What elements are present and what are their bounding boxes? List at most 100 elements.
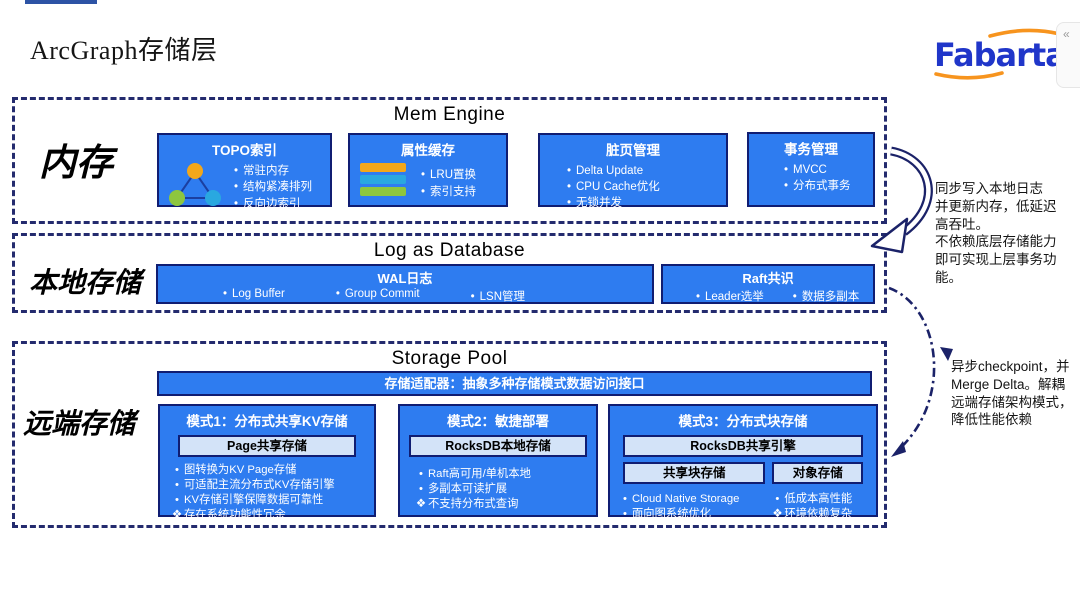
layered-bars-icon [358,160,410,205]
mode-title: 模式1：分布式共享KV存储 [186,414,348,429]
bullet-text: 常驻内存 [243,165,289,178]
logo-swoosh-icon [934,28,1062,80]
topo-triangle-icon [167,160,223,213]
bullet-item: • LRU置换 [416,167,476,183]
zone-storage-pool: Storage Pool 远端存储 存储适配器：抽象多种存储模式数据访问接口 模… [12,341,887,528]
bullet-text: 无锁并发 [576,197,622,210]
bullet-marker: • [233,181,239,194]
bullet-marker: • [783,180,789,193]
bullet-marker: • [419,483,423,496]
bullet-item: •KV存储引擎保障数据可靠性 [170,493,374,508]
bullet-text: LRU置换 [430,169,477,182]
bullet-marker: ❖ [772,508,783,521]
zone-local-label: 本地存储 [29,267,142,298]
bullet-marker: • [783,164,789,176]
box-mode2-agile-deploy: 模式2：敏捷部署 RocksDB本地存储 •Raft高可用/单机本地 •多副本可… [398,404,598,517]
bullet-marker: • [335,288,340,300]
bullet-marker: • [175,479,179,492]
box-title: WAL日志 [377,271,433,286]
zone-local-title: Log as Database [373,240,526,261]
box-raft-consensus: Raft共识 • Leader选举 •数据多副本 [661,264,875,304]
box-transaction: 事务管理 •MVCC •分布式事务 [747,132,875,207]
inner-box-page-shared-storage: Page共享存储 [178,435,356,457]
bullet-marker: • [623,508,627,521]
collapse-widget[interactable]: « [1056,22,1080,88]
bullet-text: 不支持分布式查询 [428,498,519,511]
bullet-text: 面向图系统优化 [632,508,712,521]
bullet-marker: • [233,197,239,210]
bullet-item: •索引支持 [416,184,476,200]
zone-mem-label: 内存 [39,142,113,183]
inner-box-shared-block-storage: 共享块存储 [623,462,766,484]
zone-remote-label: 远端存储 [23,408,136,439]
box-topo-index: TOPO索引 • 常驻内存 • 结构紧凑排列 • 反向边索引 [157,133,332,210]
box-wal-log: WAL日志 • Log Buffer • Group Commit • LSN管理 [156,264,654,304]
collapse-chevrons-icon: « [1063,27,1070,41]
inner-box-object-storage: 对象存储 [772,462,863,484]
bullet-text: Group Commit [344,288,420,300]
bullet-item: ❖存在系统功能性冗余 [170,508,374,523]
bullet-marker: • [233,165,239,178]
box-title: 属性缓存 [401,143,455,158]
bullet-text: Cloud Native Storage [632,493,740,505]
bullet-item: • 低成本高性能 [770,492,872,507]
bullet-text: LSN管理 [479,291,526,303]
bullet-text: MVCC [793,164,827,176]
bullet-text: Delta Update [576,165,644,177]
bullet-item: •可适配主流分布式KV存储引擎 [170,478,374,493]
storage-adapter-bar: 存储适配器：抽象多种存储模式数据访问接口 [157,371,872,396]
bullet-item: • Raft高可用/单机本地 [414,467,596,482]
bullet-marker: • [222,288,228,300]
bullet-item: • LSN管理 [466,288,525,304]
zone-mem-title: Mem Engine [393,104,506,125]
box-attr-cache: 属性缓存 • LRU置换 •索引支持 [348,133,508,207]
bullet-text: 结构紧凑排列 [243,181,312,194]
bullet-text: 图转换为KV Page存储 [184,464,297,476]
bullet-item: • Leader选举 [691,288,764,304]
bullet-item: ❖不支持分布式查询 [414,497,596,512]
bullet-item: •多副本可读扩展 [414,482,596,497]
box-mode3-block-storage: 模式3：分布式块存储 RocksDB共享引擎 共享块存储 对象存储 •Cloud… [608,404,878,520]
zone-log-as-database: Log as Database 本地存储 WAL日志 • Log Buffer •… [12,233,887,313]
top-accent-bar [25,0,97,4]
bullet-item: •无锁并发 [562,195,726,211]
bullet-marker: • [623,493,627,505]
bullet-marker: • [775,493,780,505]
bullet-text: Leader选举 [705,291,764,303]
bullet-item: • 面向图系统优化 [618,507,770,522]
zone-mem-engine: Mem Engine 内存 TOPO索引 • 常驻内存 • 结构紧凑排列 • 反向边索… [12,97,887,224]
bullet-item: •分布式事务 [779,178,873,194]
box-dirty-page: 脏页管理 •Delta Update •CPU Cache优化 •无锁并发 [538,133,728,209]
bullet-item: ❖环境依赖复杂 [770,507,872,522]
bullet-item: • 反向边索引 [229,196,312,212]
bullet-marker: • [566,181,572,194]
bullet-marker: • [419,468,423,480]
box-mode1-kv-storage: 模式1：分布式共享KV存储 Page共享存储 • 图转换为KV Page存储 •可… [158,404,376,521]
bullet-text: Log Buffer [232,288,285,300]
bullet-text: Raft高可用/单机本地 [428,468,531,480]
bullet-marker: • [695,291,701,303]
bullet-marker: • [792,291,797,303]
bullet-text: 环境依赖复杂 [784,508,853,521]
page-title: ArcGraph存储层 [30,36,218,65]
bullet-item: •数据多副本 [788,288,860,304]
bullet-item: •CPU Cache优化 [562,179,726,195]
async-checkpoint-arrow-icon [888,286,953,457]
zone-remote-title: Storage Pool [391,348,508,369]
bullet-marker: • [420,169,426,182]
bullet-text: 索引支持 [430,185,476,198]
mode-title: 模式3：分布式块存储 [678,414,808,429]
bullet-text: 低成本高性能 [784,493,853,505]
bullet-marker: • [566,165,572,177]
box-title: TOPO索引 [211,143,277,158]
box-title: Raft共识 [742,271,794,286]
bullet-marker: • [470,291,475,303]
bullet-item: • Log Buffer [218,288,285,304]
bullet-text: 反向边索引 [243,197,301,210]
inner-box-rocksdb-local-storage: RocksDB本地存储 [409,435,587,457]
bullet-item: • Cloud Native Storage [618,492,770,507]
bullet-item: • Delta Update [562,163,726,179]
bullet-item: • 常驻内存 [229,163,312,179]
fabarta-logo: Fabarta [928,28,1070,80]
